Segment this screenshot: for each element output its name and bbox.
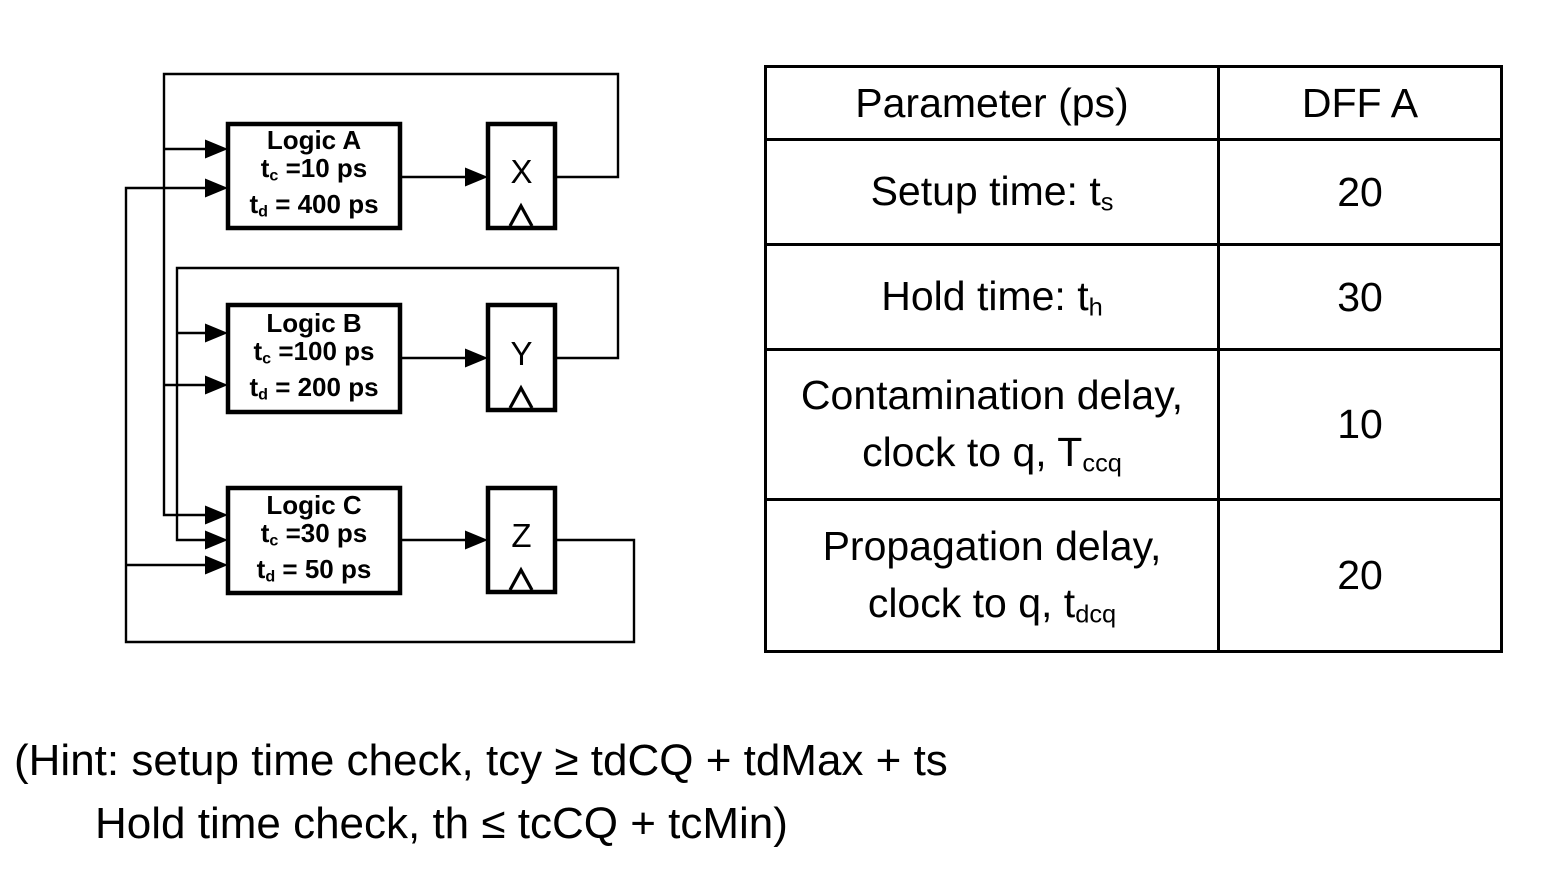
dff-z-box	[485, 485, 558, 595]
arrowhead-icon	[205, 375, 228, 395]
z-feedback-wire	[124, 186, 636, 644]
td-value: = 200 ps	[267, 371, 379, 402]
logic-a-text: Logic A tc =10 ps td = 400 ps	[228, 124, 400, 228]
logic-b-title: Logic B	[266, 307, 362, 338]
logic-b-tc-line: tc =100 ps	[254, 337, 375, 373]
table-header-row: Parameter (ps) DFF A	[764, 65, 1503, 141]
logic-a-td-line: td = 400 ps	[249, 190, 378, 226]
contamination-delay-param-cell: Contamination delay, clock to q, Tccq	[764, 348, 1220, 501]
td-value: = 50 ps	[275, 553, 372, 584]
hold-time-param-cell: Hold time: th	[764, 243, 1220, 351]
propagation-delay-value-cell: 20	[1217, 498, 1503, 653]
parameter-header-cell: Parameter (ps)	[764, 65, 1220, 141]
arrowhead-group	[205, 139, 488, 575]
x-feedback-wire	[162, 72, 620, 517]
arrowhead-icon	[205, 323, 228, 343]
param-subscript: h	[1088, 293, 1103, 322]
param-line-1: Propagation delay,	[822, 523, 1162, 570]
dff-y-box	[485, 302, 558, 413]
logic-b-td-line: td = 200 ps	[249, 373, 378, 409]
arrowhead-icon	[465, 348, 488, 368]
logic-c-tc-line: tc =30 ps	[261, 519, 368, 555]
param-text: Hold time: t	[881, 273, 1089, 320]
param-line-2: clock to q, tdcq	[777, 575, 1207, 633]
dff-z-label: Z	[511, 517, 532, 554]
hint-line-2: Hold time check, th ≤ tcCQ + tcMin)	[95, 799, 788, 848]
arrowhead-icon	[205, 505, 228, 525]
tc-text: t	[260, 517, 270, 548]
wire-group	[124, 72, 636, 644]
tc-subscript: c	[262, 349, 272, 368]
arrowhead-icon	[205, 178, 228, 198]
y-feedback-wire	[175, 266, 620, 542]
param-line-2: clock to q, Tccq	[777, 424, 1207, 482]
dff-x-label: X	[510, 153, 533, 190]
param-line-1: Contamination delay,	[800, 372, 1184, 419]
arrowhead-icon	[465, 167, 488, 187]
logic-a-box	[225, 121, 403, 231]
td-subscript: d	[265, 567, 276, 586]
parameter-table: Parameter (ps) DFF A Setup time: ts 20 H…	[764, 65, 1503, 653]
tc-value: =30 ps	[278, 517, 368, 548]
dff-a-header-cell: DFF A	[1217, 65, 1503, 141]
arrowhead-icon	[205, 139, 228, 159]
param-text: clock to q, T	[862, 428, 1083, 475]
arrowhead-icon	[465, 530, 488, 550]
logic-b-text: Logic B tc =100 ps td = 200 ps	[228, 305, 400, 412]
tc-value: =10 ps	[278, 153, 368, 184]
propagation-delay-param-cell: Propagation delay, clock to q, tdcq	[764, 498, 1220, 653]
dff-y-label: Y	[510, 334, 533, 372]
td-text: t	[249, 189, 259, 219]
param-subscript: ccq	[1082, 449, 1122, 478]
td-subscript: d	[258, 202, 268, 221]
tc-subscript: c	[269, 531, 279, 550]
logic-c-td-line: td = 50 ps	[257, 555, 372, 591]
dff-x-clock-wedge-icon	[508, 202, 534, 227]
logic-c-text: Logic C tc =30 ps td = 50 ps	[228, 488, 400, 593]
contamination-delay-value-cell: 10	[1217, 348, 1503, 501]
dff-y-clock-wedge-icon	[508, 384, 534, 409]
param-text: clock to q, t	[867, 579, 1076, 626]
dff-box-group	[485, 121, 558, 595]
td-text: t	[249, 371, 259, 402]
circuit-diagram	[124, 72, 636, 644]
td-subscript: d	[258, 385, 268, 404]
arrowhead-icon	[205, 555, 228, 575]
setup-time-value-cell: 20	[1217, 138, 1503, 246]
arrowhead-icon	[205, 530, 228, 550]
tc-value: =100 ps	[271, 335, 375, 366]
contamination-delay-row: Contamination delay, clock to q, Tccq 10	[764, 348, 1503, 501]
dff-z-clock-wedge-icon	[508, 566, 534, 591]
td-text: t	[256, 553, 266, 584]
logic-c-box	[225, 485, 403, 596]
hold-time-value-cell: 30	[1217, 243, 1503, 351]
setup-time-row: Setup time: ts 20	[764, 138, 1503, 246]
tc-text: t	[260, 153, 270, 184]
logic-a-title: Logic A	[266, 125, 362, 156]
logic-c-title: Logic C	[266, 489, 362, 520]
logic-b-box	[225, 302, 403, 415]
param-subscript: s	[1100, 188, 1114, 217]
tc-text: t	[253, 335, 263, 366]
logic-a-tc-line: tc =10 ps	[261, 154, 368, 190]
tc-subscript: c	[269, 167, 279, 185]
hold-time-row: Hold time: th 30	[764, 243, 1503, 351]
dff-x-box	[485, 121, 558, 231]
param-subscript: dcq	[1075, 600, 1117, 629]
setup-time-param-cell: Setup time: ts	[764, 138, 1220, 246]
logic-box-group	[225, 121, 403, 596]
param-text: Setup time: t	[870, 168, 1101, 215]
td-value: = 400 ps	[267, 189, 379, 219]
propagation-delay-row: Propagation delay, clock to q, tdcq 20	[764, 498, 1503, 653]
hint-line-1: (Hint: setup time check, tcy ≥ tdCQ + td…	[14, 736, 948, 785]
